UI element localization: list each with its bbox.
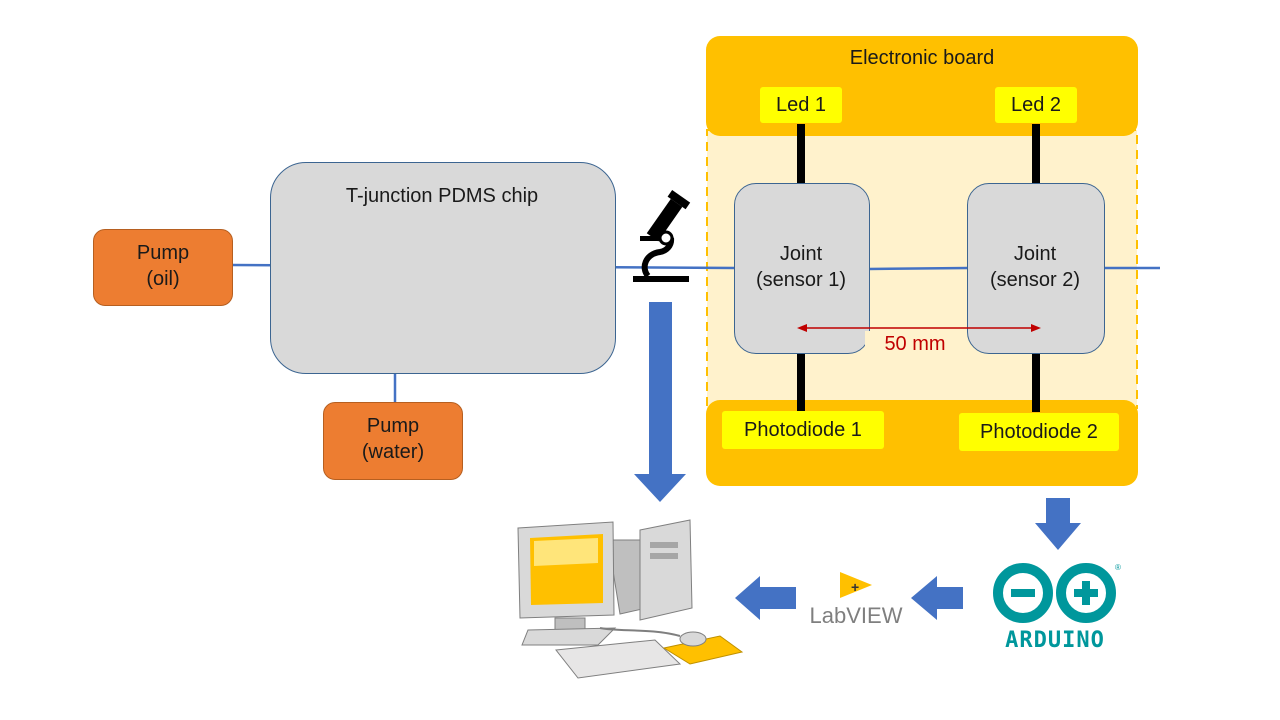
- led1-connector: [797, 124, 805, 184]
- arrow-board-to-arduino: [1035, 498, 1081, 550]
- distance-label: 50 mm: [865, 331, 965, 357]
- pump-oil: [93, 229, 233, 306]
- arduino-logo-icon: [993, 563, 1116, 623]
- board-title: Electronic board: [849, 47, 995, 69]
- arduino-minus-icon: [1011, 589, 1035, 597]
- joint-sensor-1-label: Joint (sensor 1): [734, 241, 868, 293]
- arduino-registered-mark: ®: [1115, 563, 1121, 572]
- chip-label: T-junction PDMS chip: [345, 185, 539, 207]
- led2-label: Led 2: [995, 87, 1077, 123]
- arduino-label: ARDUINO: [1005, 628, 1105, 653]
- microscope-icon: [633, 190, 691, 282]
- labview-icon: +: [840, 572, 872, 598]
- joint1-line2: (sensor 1): [755, 269, 847, 291]
- pump-water-line2: (water): [361, 441, 425, 463]
- labview-label: LabVIEW: [809, 603, 903, 628]
- pdms-chip: [270, 162, 616, 374]
- photodiode2-label: Photodiode 2: [959, 413, 1119, 451]
- joint2-line2: (sensor 2): [989, 269, 1081, 291]
- tube-between-sensors: [867, 266, 969, 271]
- photodiode1-label: Photodiode 1: [722, 411, 884, 449]
- joint-sensor-2-label: Joint (sensor 2): [967, 241, 1103, 293]
- arrow-microscope-to-computer: [634, 302, 686, 502]
- photodiode1-connector: [797, 352, 805, 414]
- pump-oil-line2: (oil): [146, 268, 180, 290]
- arrow-labview-to-computer: [735, 576, 796, 620]
- computer-icon: [517, 519, 744, 679]
- pump-oil-line1: Pump: [136, 242, 190, 264]
- pump-oil-label: Pump (oil): [93, 240, 233, 292]
- photodiode2-connector: [1032, 352, 1040, 412]
- pump-water-label: Pump (water): [323, 413, 463, 465]
- led2-connector: [1032, 124, 1040, 184]
- joint1-line1: Joint: [779, 243, 823, 265]
- pump-water: [323, 402, 463, 480]
- arrow-arduino-to-labview: [911, 576, 963, 620]
- led1-label: Led 1: [760, 87, 842, 123]
- joint2-line1: Joint: [1013, 243, 1057, 265]
- pump-water-line1: Pump: [366, 415, 420, 437]
- svg-text:+: +: [851, 579, 859, 595]
